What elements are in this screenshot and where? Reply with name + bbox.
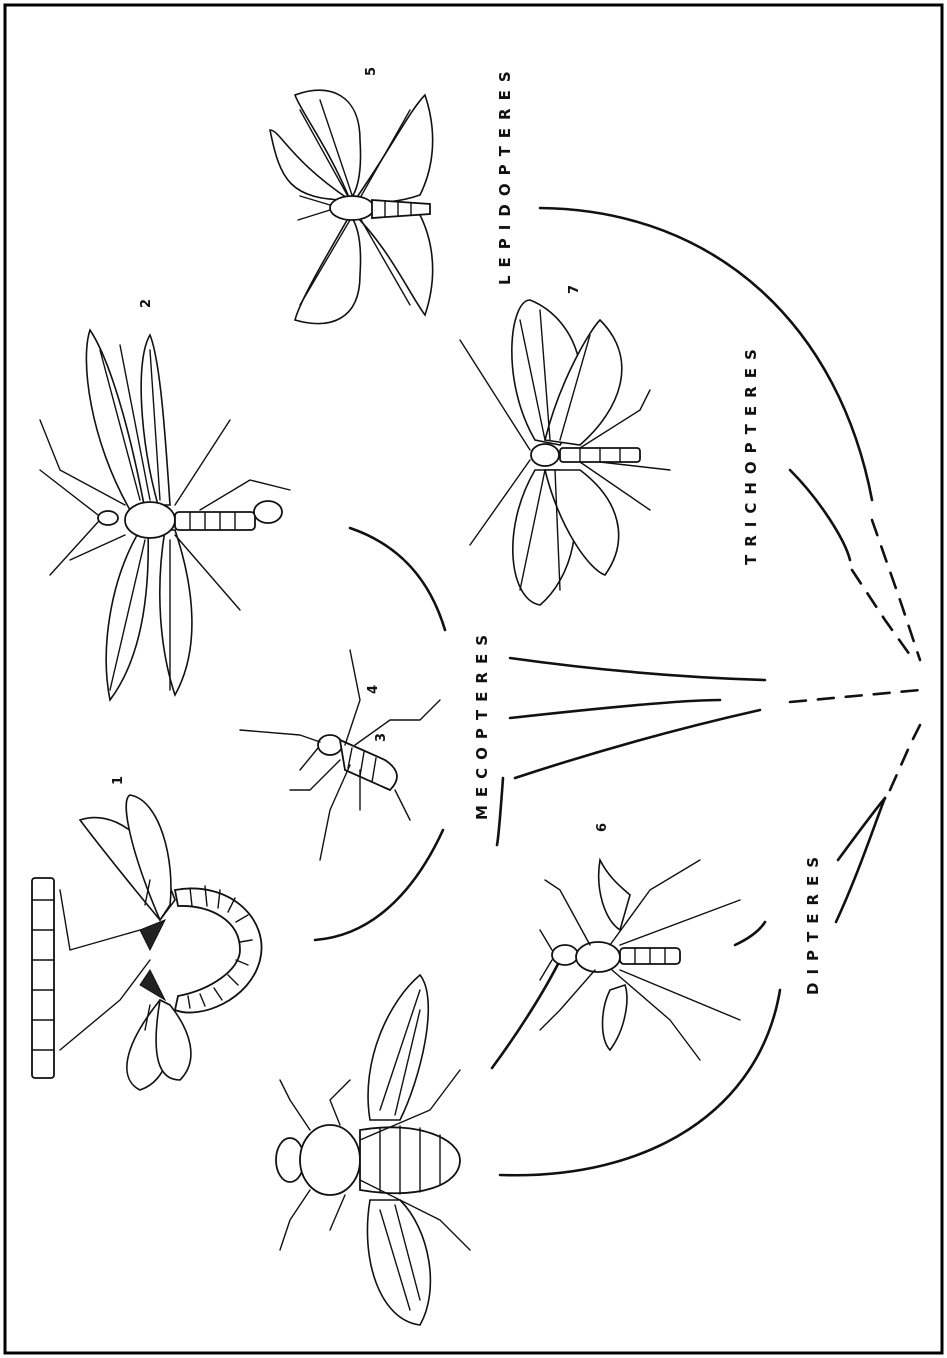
insect-1: [32, 795, 262, 1090]
branch-trichopteres: [790, 470, 850, 560]
branch-curve-6b: [492, 960, 560, 1068]
insect-6-fly: [540, 860, 740, 1060]
branch-dipteres-b: [836, 798, 885, 922]
branch-mecopteres-a: [510, 658, 765, 680]
label-mecopteres: MECOPTERES: [473, 627, 491, 820]
label-dipteres: DIPTERES: [804, 849, 822, 995]
figure-number-6: 6: [595, 823, 610, 832]
branch-dipteres-a: [838, 798, 885, 860]
insect-2: [40, 330, 290, 700]
figure-number-1: 1: [111, 776, 126, 785]
branch-mecopteres-b: [510, 700, 720, 718]
figure-number-2: 2: [139, 299, 154, 308]
insect-7-caddisfly: [460, 300, 670, 605]
branch-curve-2: [350, 528, 445, 630]
branch-curve-4: [315, 830, 443, 940]
figure-number-3: 3: [374, 733, 389, 742]
insect-5-butterfly: [270, 90, 433, 323]
branch-mecopteres-c: [515, 710, 760, 778]
branch-lepidopteres-dashed: [872, 520, 920, 660]
branch-curve-6: [497, 778, 503, 845]
figure-number-7: 7: [567, 285, 582, 294]
branch-mecopteres-dashed: [790, 690, 920, 702]
branch-curve-dipteres-short: [735, 922, 765, 945]
figure-number-4: 4: [366, 685, 381, 694]
label-trichopteres: TRICHOPTERES: [742, 341, 760, 565]
branch-dipteres-dashed: [890, 725, 920, 790]
label-lepidopteres: LEPIDOPTERES: [496, 63, 514, 285]
branch-trichopteres-dashed: [852, 570, 910, 655]
insect-3-fly: [276, 975, 470, 1325]
insect-4: [240, 650, 440, 860]
branch-curve-dipteres-long: [500, 990, 780, 1175]
figure-number-5: 5: [364, 67, 379, 76]
